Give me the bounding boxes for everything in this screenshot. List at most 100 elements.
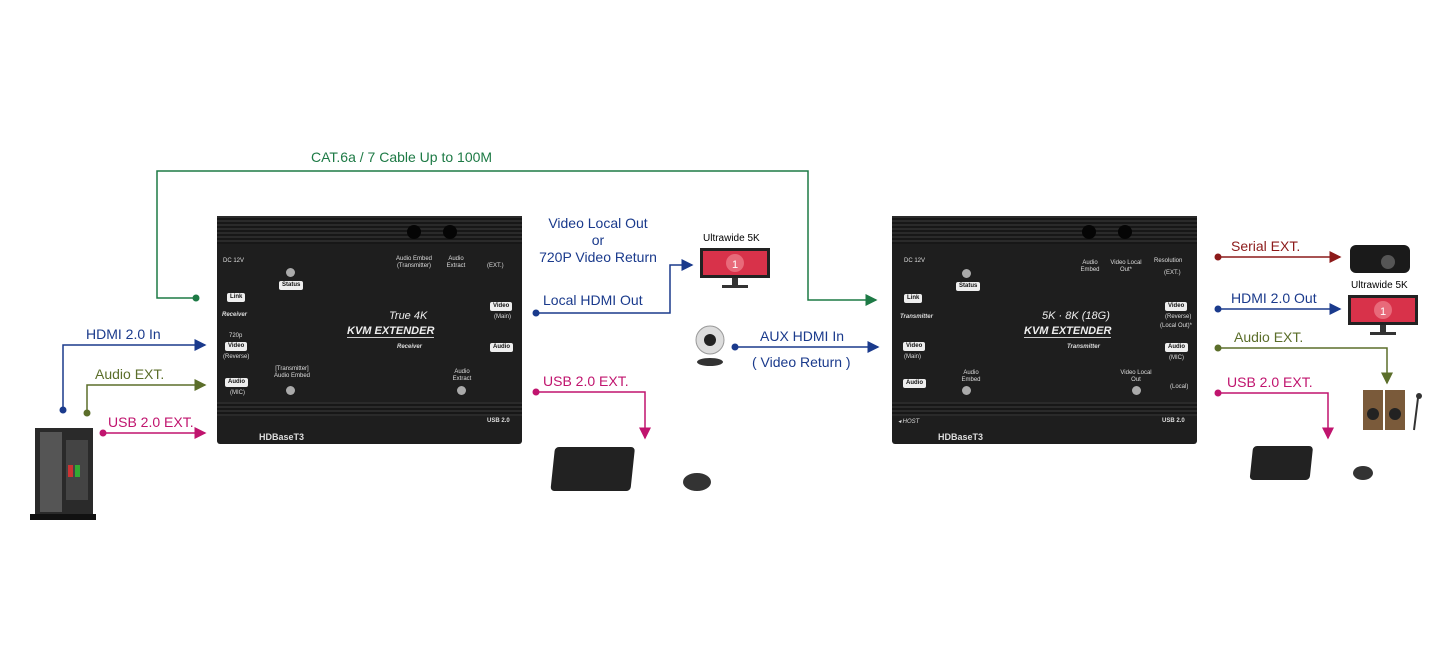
link-label: Link — [904, 294, 923, 303]
monitor-number: 1 — [1380, 306, 1386, 318]
heatsink-fins — [217, 216, 522, 244]
local-hdmi-line — [536, 259, 694, 314]
aux-hdmi-label: AUX HDMI In — [760, 328, 845, 344]
monitor-icon — [1348, 295, 1418, 335]
serial-label: Serial EXT. — [1231, 238, 1301, 254]
cat-cable-label: CAT.6a / 7 Cable Up to 100M — [311, 149, 493, 165]
dc-label: DC 12V — [904, 258, 926, 264]
connector-icon — [1082, 225, 1096, 239]
heatsink-fins — [892, 402, 1197, 416]
usb-in-label: USB 2.0 EXT. — [108, 414, 194, 430]
hdmi-in-line — [62, 339, 207, 410]
keyboard-mouse-icon — [1249, 446, 1373, 480]
local-led-label: Video Local Out — [1120, 370, 1152, 383]
usb-out-line — [1218, 392, 1334, 440]
projector-icon — [1350, 245, 1410, 273]
reverse-label: (Reverse) — [223, 354, 250, 360]
product-role: Receiver — [397, 344, 423, 350]
monitor-label: Ultrawide 5K — [703, 233, 760, 244]
embed-led-label: Audio Embed — [961, 370, 981, 383]
main-label: (Main) — [904, 354, 922, 360]
product-kvm: KVM EXTENDER — [347, 325, 435, 338]
connector-icon — [1118, 225, 1132, 239]
pc-tower-icon — [30, 428, 96, 520]
led-icon — [1132, 386, 1141, 395]
dc-label: DC 12V — [223, 258, 245, 264]
role-label: Receiver — [222, 312, 248, 318]
audio-port: Audio — [903, 379, 926, 388]
led-icon — [286, 268, 295, 277]
video-return-label: ( Video Return ) — [752, 354, 851, 370]
role-label: Transmitter — [900, 314, 933, 320]
mic-label: (MIC) — [1169, 355, 1184, 361]
audio-embed-label: Audio Embed — [1080, 260, 1100, 273]
monitor-icon — [700, 248, 770, 288]
status-label: Status — [956, 282, 981, 291]
extract-led-label: Audio Extract — [452, 369, 472, 382]
keyboard-mouse-icon — [550, 447, 711, 491]
usb-rx-label: USB 2.0 EXT. — [543, 373, 629, 389]
hdbaset-logo: HDBaseT3 — [259, 432, 305, 442]
local-out-label: (Local Out)* — [1160, 323, 1193, 329]
audio-port: Audio — [490, 343, 513, 352]
product-title: 5K · 8K (18G) — [1042, 310, 1110, 322]
hdbaset-logo: HDBaseT3 — [938, 432, 984, 442]
ext-label: (EXT.) — [1164, 270, 1181, 276]
led-icon — [962, 386, 971, 395]
speakers-icon — [1363, 390, 1422, 431]
audio-mic-port: Audio — [1165, 343, 1188, 352]
audio-extract-label: Audio Extract — [446, 256, 466, 269]
hdmi-in-label: HDMI 2.0 In — [86, 326, 161, 342]
monitor-label: Ultrawide 5K — [1351, 280, 1408, 291]
video-main-port: Video — [490, 302, 513, 311]
product-title: True 4K — [389, 310, 428, 322]
monitor-number: 1 — [732, 259, 738, 271]
receiver-device: DC 12V Status Audio Embed (Transmitter) … — [217, 216, 522, 444]
led-icon — [457, 386, 466, 395]
main-label: (Main) — [494, 314, 512, 320]
usb-rx-line — [536, 391, 651, 440]
led-icon — [286, 386, 295, 395]
audio-embed-label: Audio Embed (Transmitter) — [395, 256, 433, 269]
host-label: ◂ HOST — [898, 419, 920, 425]
label-line: or — [591, 232, 605, 248]
ext-label: (EXT.) — [487, 263, 504, 269]
status-label: Status — [279, 281, 304, 290]
local-hdmi-out-label: Local HDMI Out — [543, 292, 643, 308]
heatsink-fins — [217, 402, 522, 416]
led-icon — [962, 269, 971, 278]
mic-label: (MIC) — [230, 390, 245, 396]
audio-in-line — [86, 379, 207, 413]
connector-icon — [443, 225, 457, 239]
video-local-label: Video Local Out* — [1110, 260, 1142, 273]
usb-out-label: USB 2.0 EXT. — [1227, 374, 1313, 390]
product-kvm: KVM EXTENDER — [1024, 325, 1112, 338]
reverse-label: (Reverse) — [1165, 314, 1192, 320]
heatsink-fins — [892, 216, 1197, 244]
usb2-label: USB 2.0 — [487, 418, 510, 424]
hdmi-out-label: HDMI 2.0 Out — [1231, 290, 1317, 306]
transmitter-device: DC 12V Status Audio Embed Video Local Ou… — [892, 216, 1197, 444]
label-line: 720P Video Return — [539, 249, 657, 265]
label-line: Video Local Out — [548, 215, 648, 231]
video-reverse-port: Video — [225, 342, 248, 351]
audio-out-line — [1218, 347, 1393, 385]
webcam-icon — [695, 325, 725, 366]
connector-icon — [407, 225, 421, 239]
local-label: (Local) — [1170, 384, 1189, 390]
resolution-label: Resolution — [1154, 258, 1183, 264]
product-role: Transmitter — [1067, 344, 1100, 350]
connection-dots — [59, 253, 1222, 437]
link-label: Link — [227, 293, 246, 302]
cat-cable-line — [156, 170, 878, 306]
tx-embed-label: [Transmitter] Audio Embed — [273, 366, 311, 379]
video-local-out-label: Video Local Out or 720P Video Return — [528, 215, 668, 266]
usb2-label: USB 2.0 — [1162, 418, 1185, 424]
video-main-port: Video — [903, 342, 926, 351]
audio-in-label: Audio EXT. — [95, 366, 165, 382]
audio-out-label: Audio EXT. — [1234, 329, 1304, 345]
p720-label: 720p — [229, 333, 243, 339]
video-reverse-port: Video — [1165, 302, 1188, 311]
